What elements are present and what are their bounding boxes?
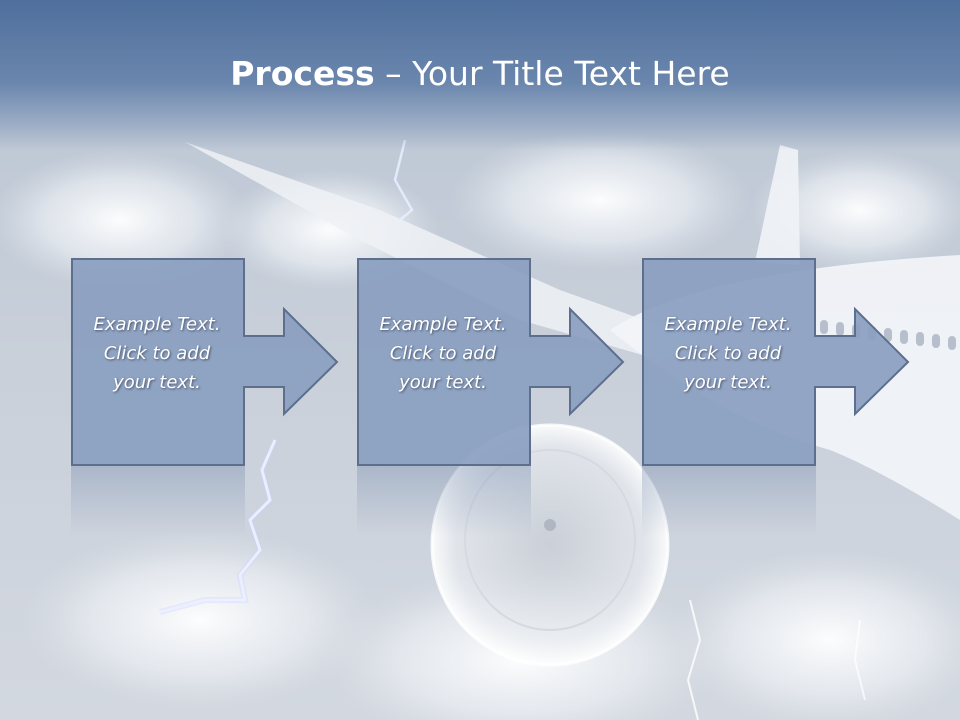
- process-step-3[interactable]: Example Text. Click to add your text.: [642, 258, 960, 536]
- arrow-box-shape: [71, 258, 339, 466]
- step-text[interactable]: Example Text. Click to add your text.: [71, 310, 243, 397]
- title-band: [0, 0, 960, 150]
- process-step-1[interactable]: Example Text. Click to add your text.: [71, 258, 407, 536]
- step-text-line-1: Example Text.: [379, 314, 507, 335]
- title-bold-text: Process: [230, 54, 375, 93]
- step-reflection: [357, 466, 531, 536]
- step-text-line-1: Example Text.: [664, 314, 792, 335]
- step-text[interactable]: Example Text. Click to add your text.: [357, 310, 529, 397]
- step-text-line-2: Click to add: [103, 343, 211, 364]
- step-text-line-2: Click to add: [389, 343, 497, 364]
- step-text[interactable]: Example Text. Click to add your text.: [642, 310, 814, 397]
- step-text-line-3: your text.: [113, 372, 201, 393]
- step-reflection: [642, 466, 816, 536]
- step-text-line-3: your text.: [399, 372, 487, 393]
- slide-title[interactable]: Process – Your Title Text Here: [0, 52, 960, 96]
- step-reflection: [71, 466, 245, 536]
- arrow-box-shape: [357, 258, 625, 466]
- process-step-2[interactable]: Example Text. Click to add your text.: [357, 258, 693, 536]
- title-rest-text: – Your Title Text Here: [374, 54, 730, 93]
- step-text-line-2: Click to add: [674, 343, 782, 364]
- arrow-box-shape: [642, 258, 910, 466]
- step-text-line-1: Example Text.: [93, 314, 221, 335]
- step-text-line-3: your text.: [684, 372, 772, 393]
